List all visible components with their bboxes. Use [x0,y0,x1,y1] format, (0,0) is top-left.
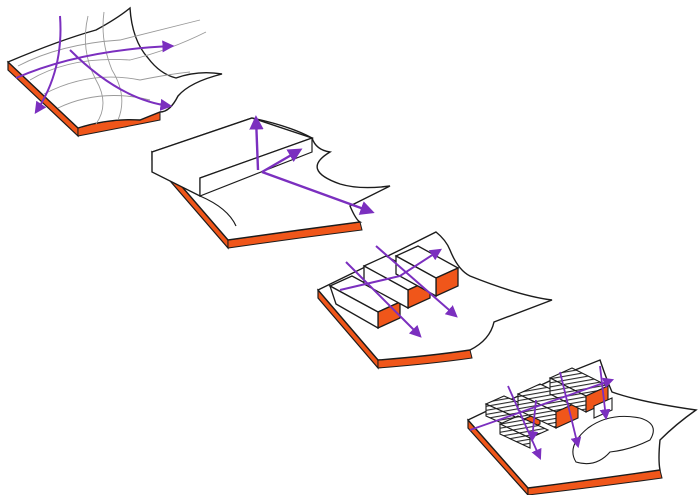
terrace-slope [199,195,237,227]
courtyard-outline [572,415,654,465]
step-2-earthwork-terrace [150,115,391,250]
axis-arrows [249,115,375,215]
terrain-top-1 [6,6,223,129]
terrace-step [199,137,313,197]
movement-arrows [15,15,175,114]
flow-arrows-4 [469,365,615,460]
contour-lines [17,11,207,125]
step-1-site-contours [6,6,223,138]
step-4-built-complex [466,359,698,495]
flow-arrows-3 [339,245,458,338]
block-volumes [328,245,460,330]
step-3-stepped-blocks [316,231,553,370]
